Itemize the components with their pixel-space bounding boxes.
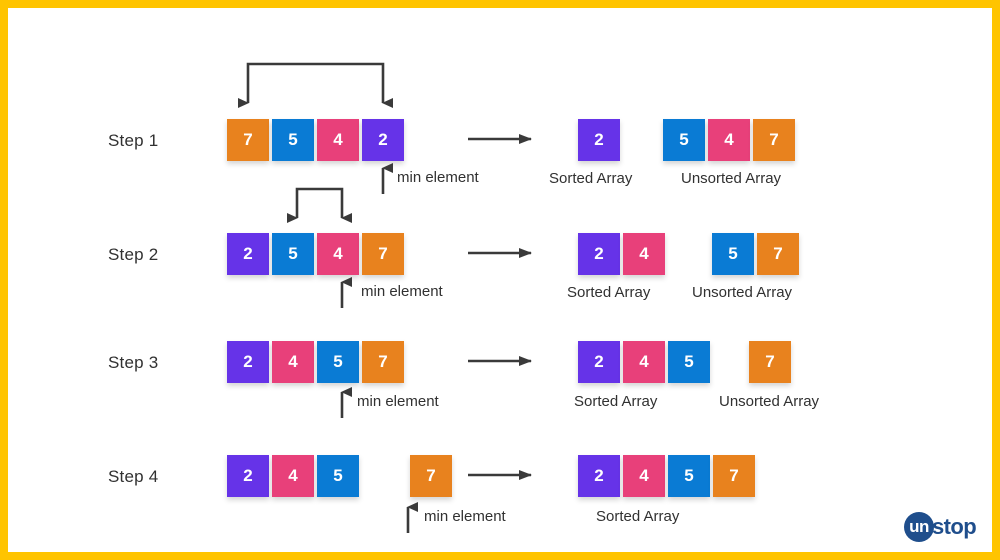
step-3-input-array: 2 4 5 7	[227, 341, 404, 383]
array-cell: 2	[578, 455, 620, 497]
array-cell: 5	[712, 233, 754, 275]
step-4-input-array: 2 4 5 7	[227, 455, 452, 497]
array-cell: 7	[227, 119, 269, 161]
array-cell: 2	[578, 119, 620, 161]
array-cell: 5	[317, 341, 359, 383]
min-element-label-1: min element	[397, 169, 479, 186]
array-cell: 2	[362, 119, 404, 161]
array-cell: 4	[272, 341, 314, 383]
array-cell: 5	[272, 119, 314, 161]
step-3-sorted-array: 2 4 5	[578, 341, 710, 383]
step-label-2: Step 2	[108, 245, 159, 264]
step-2-sorted-caption: Sorted Array	[567, 284, 651, 301]
array-cell: 2	[578, 341, 620, 383]
step-2-unsorted-array: 5 7	[712, 233, 799, 275]
array-cell: 7	[757, 233, 799, 275]
array-cell: 4	[272, 455, 314, 497]
step-2-unsorted-caption: Unsorted Array	[692, 284, 793, 301]
unstop-logo-word: stop	[932, 514, 977, 539]
diagram-inner: Step 1 7 5 4 2 min element 2 Sorted Arra…	[8, 8, 992, 552]
swap-bracket-step-1	[238, 62, 393, 108]
step-1-unsorted-array: 5 4 7	[663, 119, 795, 161]
array-cell: 2	[227, 455, 269, 497]
step-1-sorted-caption: Sorted Array	[549, 170, 633, 187]
array-cell: 7	[713, 455, 755, 497]
unstop-logo[interactable]: un stop	[904, 510, 977, 544]
array-cell: 2	[227, 341, 269, 383]
array-cell: 2	[578, 233, 620, 275]
array-cell: 7	[753, 119, 795, 161]
step-label-1: Step 1	[108, 131, 159, 150]
step-3-unsorted-caption: Unsorted Array	[719, 393, 820, 410]
array-cell: 7	[362, 341, 404, 383]
min-element-label-2: min element	[361, 283, 443, 300]
array-cell: 7	[362, 233, 404, 275]
min-element-label-4: min element	[424, 508, 506, 525]
array-cell: 5	[317, 455, 359, 497]
array-cell: 4	[317, 119, 359, 161]
array-cell: 4	[623, 455, 665, 497]
step-1-input-array: 7 5 4 2	[227, 119, 404, 161]
step-2-input-array: 2 5 4 7	[227, 233, 404, 275]
array-cell: 4	[708, 119, 750, 161]
array-cell: 4	[317, 233, 359, 275]
swap-bracket-step-2	[287, 187, 352, 223]
array-cell: 7	[749, 341, 791, 383]
array-cell: 5	[668, 341, 710, 383]
step-label-3: Step 3	[108, 353, 159, 372]
step-1-unsorted-caption: Unsorted Array	[681, 170, 782, 187]
array-cell: 4	[623, 341, 665, 383]
array-cell: 2	[227, 233, 269, 275]
step-4-sorted-caption: Sorted Array	[596, 508, 680, 525]
array-cell: 7	[410, 455, 452, 497]
step-1-sorted-array: 2	[578, 119, 620, 161]
array-cell: 5	[663, 119, 705, 161]
step-2-sorted-array: 2 4	[578, 233, 665, 275]
step-label-4: Step 4	[108, 467, 159, 486]
unstop-logo-mark: un	[904, 512, 934, 542]
array-cell: 5	[272, 233, 314, 275]
step-3-sorted-caption: Sorted Array	[574, 393, 658, 410]
step-3-unsorted-array: 7	[749, 341, 791, 383]
min-element-label-3: min element	[357, 393, 439, 410]
array-cell: 4	[623, 233, 665, 275]
array-cell: 5	[668, 455, 710, 497]
step-4-sorted-array: 2 4 5 7	[578, 455, 755, 497]
